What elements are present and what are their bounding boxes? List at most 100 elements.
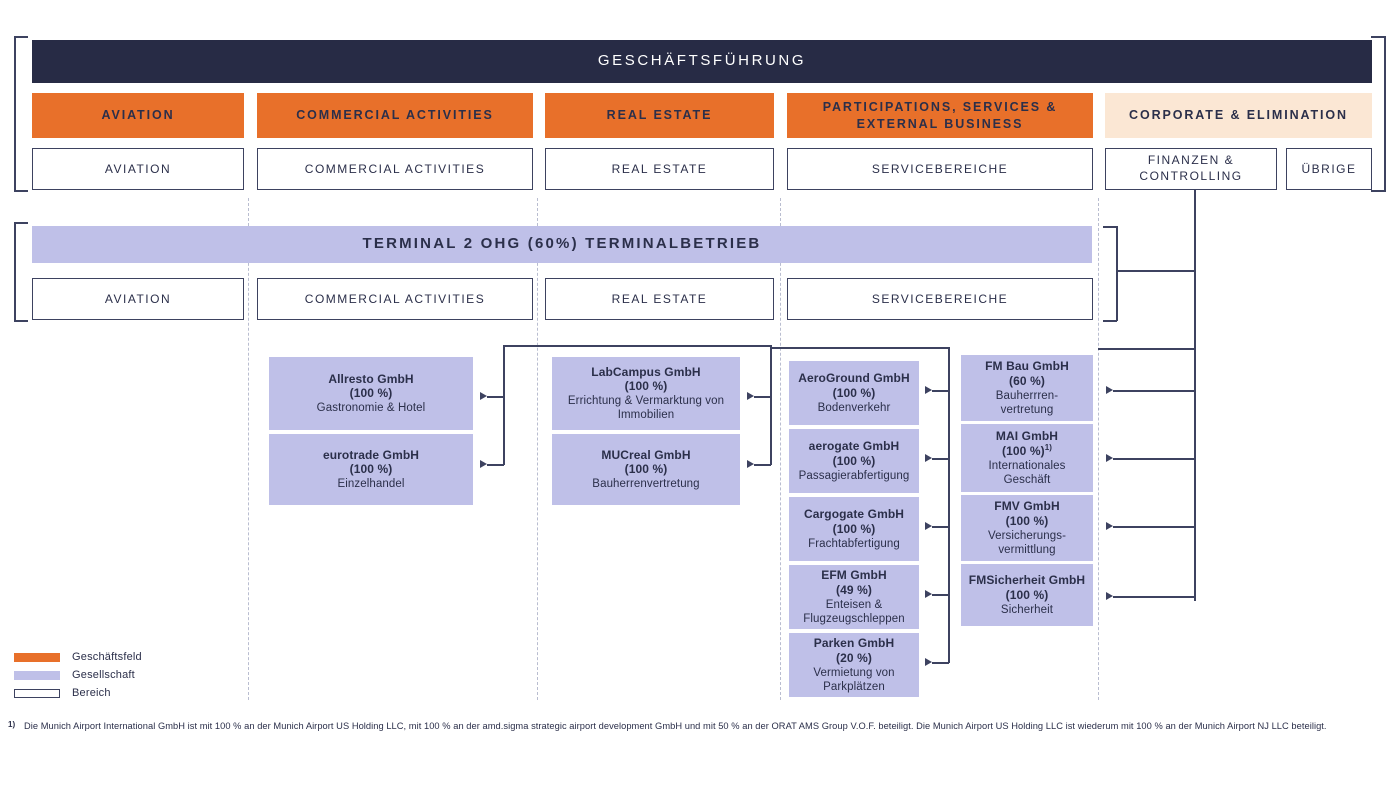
column-divider [780, 198, 781, 700]
company-desc: Errichtung & Vermarktung von Immobilien [567, 395, 725, 422]
terminal2-right-bracket [1116, 226, 1118, 321]
legend-item-geschaeftsfeld: Geschäftsfeld [14, 648, 142, 666]
company-card-aeroground[interactable]: AeroGround GmbH (100 %) Bodenverkehr [789, 361, 919, 425]
realestate-branch-trunk [770, 345, 772, 465]
company-share: (100 %) [1005, 513, 1049, 528]
segment-band-aviation[interactable]: AVIATION [32, 93, 244, 138]
company-share-value: (100 %) [1001, 444, 1045, 459]
column-divider [1098, 198, 1099, 700]
area-box-servicebereiche[interactable]: SERVICEBEREICHE [787, 148, 1093, 190]
services-branch-trunk [948, 347, 950, 663]
services-arrow-cargogate [925, 522, 932, 530]
legend-label-bereich: Bereich [72, 687, 111, 699]
company-share: (100 %) [349, 462, 393, 477]
area-box-uebrige[interactable]: ÜBRIGE [1286, 148, 1372, 190]
terminal2-right-bracket-bottom-cap [1103, 320, 1117, 322]
terminal2-band[interactable]: TERMINAL 2 OHG (60%) TERMINALBETRIEB [32, 226, 1092, 263]
company-name: aerogate GmbH [808, 439, 900, 454]
terminal2-area-real-estate[interactable]: REAL ESTATE [545, 278, 774, 320]
legend-item-bereich: Bereich [14, 684, 142, 702]
company-card-fm-bau[interactable]: FM Bau GmbH (60 %) Bauherrren-vertretung [961, 355, 1093, 421]
company-desc: Frachtabfertigung [808, 537, 900, 550]
segment-band-corporate-elimination[interactable]: CORPORATE & ELIMINATION [1105, 93, 1372, 138]
services-arrow-aeroground [925, 386, 932, 394]
company-card-aerogate[interactable]: aerogate GmbH (100 %) Passagierabfertigu… [789, 429, 919, 493]
company-card-cargogate[interactable]: Cargogate GmbH (100 %) Frachtabfertigung [789, 497, 919, 561]
area-box-real-estate[interactable]: REAL ESTATE [545, 148, 774, 190]
corporate-arrow-line-mai [1113, 458, 1195, 460]
realestate-arrow-labcampus [747, 392, 754, 400]
company-card-fmv[interactable]: FMV GmbH (100 %) Versicherungs-vermittlu… [961, 495, 1093, 561]
corporate-arrow-fmsicherheit [1106, 592, 1113, 600]
company-card-fmsicherheit[interactable]: FMSicherheit GmbH (100 %) Sicherheit [961, 564, 1093, 626]
company-name: AeroGround GmbH [798, 371, 910, 386]
company-share: (100 %) [832, 521, 876, 536]
legend-swatch-bereich [14, 688, 60, 698]
company-share: (20 %) [836, 650, 872, 665]
column-divider [248, 198, 249, 700]
company-name: FM Bau GmbH [985, 359, 1069, 374]
company-desc: Sicherheit [1000, 603, 1054, 616]
company-card-labcampus[interactable]: LabCampus GmbH (100 %) Errichtung & Verm… [552, 357, 740, 430]
realestate-arrow-mucreal [747, 460, 754, 468]
legend: Geschäftsfeld Gesellschaft Bereich [14, 648, 142, 702]
legend-swatch-geschaeftsfeld [14, 652, 60, 662]
company-name: EFM GmbH [821, 568, 887, 583]
corporate-arrow-fm-bau [1106, 386, 1113, 394]
services-arrow-line-efm [932, 594, 949, 596]
column-divider [537, 198, 538, 700]
commercial-branch-trunk [503, 345, 505, 465]
company-name: eurotrade GmbH [322, 447, 420, 462]
commercial-arrow-line-eurotrade [487, 464, 504, 466]
terminal2-area-aviation[interactable]: AVIATION [32, 278, 244, 320]
company-share: (49 %) [836, 582, 872, 597]
company-share: (100 %)1) [1002, 443, 1052, 459]
services-arrow-line-aeroground [932, 390, 949, 392]
company-share: (100 %) [624, 462, 668, 477]
realestate-arrow-line-mucreal [754, 464, 771, 466]
company-card-mai[interactable]: MAI GmbH (100 %)1) Internationales Gesch… [961, 424, 1093, 492]
segment-band-commercial-activities[interactable]: COMMERCIAL ACTIVITIES [257, 93, 533, 138]
commercial-arrow-allresto [480, 392, 487, 400]
legend-swatch-gesellschaft [14, 670, 60, 680]
terminal2-right-bracket-top-cap [1103, 226, 1117, 228]
area-box-finanzen-controlling[interactable]: FINANZEN & CONTROLLING [1105, 148, 1277, 190]
area-box-commercial-activities[interactable]: COMMERCIAL ACTIVITIES [257, 148, 533, 190]
company-card-eurotrade[interactable]: eurotrade GmbH (100 %) Einzelhandel [269, 434, 473, 505]
company-card-mucreal[interactable]: MUCreal GmbH (100 %) Bauherrenvertretung [552, 434, 740, 505]
corporate-arrow-line-fm-bau [1113, 390, 1195, 392]
corporate-trunk-vertical [1194, 190, 1196, 601]
right-bracket-row1-bottom-cap [1371, 190, 1385, 192]
company-card-parken[interactable]: Parken GmbH (20 %) Vermietung von Parkpl… [789, 633, 919, 697]
corporate-arrow-mai [1106, 454, 1113, 462]
services-arrow-aerogate [925, 454, 932, 462]
terminal2-area-commercial-activities[interactable]: COMMERCIAL ACTIVITIES [257, 278, 533, 320]
terminal2-area-servicebereiche[interactable]: SERVICEBEREICHE [787, 278, 1093, 320]
services-branch-top [770, 347, 950, 349]
corporate-arrow-fmv [1106, 522, 1113, 530]
company-name: Allresto GmbH [328, 371, 414, 386]
legend-label-gesellschaft: Gesellschaft [72, 669, 135, 681]
company-share: (60 %) [1009, 373, 1045, 388]
company-desc: Gastronomie & Hotel [316, 402, 426, 415]
company-name: MUCreal GmbH [601, 447, 691, 462]
left-bracket-row1-top-cap [14, 36, 28, 38]
company-name: Cargogate GmbH [803, 507, 905, 522]
footnote: 1) Die Munich Airport International GmbH… [8, 719, 1348, 734]
company-desc: Passagierabfertigung [798, 469, 910, 482]
company-card-efm[interactable]: EFM GmbH (49 %) Enteisen & Flugzeugschle… [789, 565, 919, 629]
left-bracket-row1-bottom-cap [14, 190, 28, 192]
company-share: (100 %) [1005, 587, 1049, 602]
corporate-arrow-line-fmsicherheit [1113, 596, 1195, 598]
footnote-marker: 1) [8, 720, 16, 729]
realestate-branch-top [503, 345, 772, 347]
trunk-to-company-column-connector [1098, 348, 1196, 350]
company-card-allresto[interactable]: Allresto GmbH (100 %) Gastronomie & Hote… [269, 357, 473, 430]
segment-band-participations[interactable]: PARTICIPATIONS, SERVICES & EXTERNAL BUSI… [787, 93, 1093, 138]
segment-band-real-estate[interactable]: REAL ESTATE [545, 93, 774, 138]
area-box-aviation[interactable]: AVIATION [32, 148, 244, 190]
services-arrow-efm [925, 590, 932, 598]
legend-item-gesellschaft: Gesellschaft [14, 666, 142, 684]
company-desc: Enteisen & Flugzeugschleppen [803, 598, 905, 625]
